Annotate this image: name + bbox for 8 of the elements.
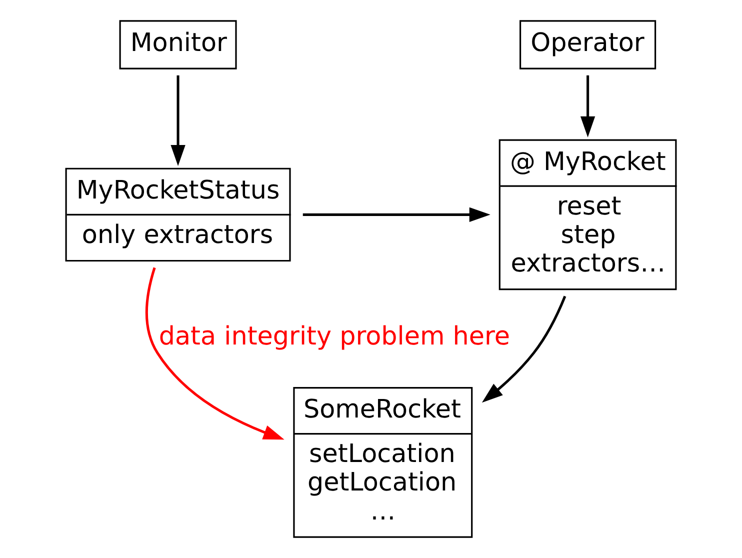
node-box: Operator	[520, 20, 656, 70]
arrow	[170, 75, 186, 166]
node-box: Monitor	[119, 20, 237, 70]
arrow	[302, 207, 490, 222]
arrow	[580, 75, 596, 138]
arrow	[146, 267, 284, 440]
edge-label: data integrity problem here	[158, 320, 510, 351]
arrow	[482, 296, 566, 403]
